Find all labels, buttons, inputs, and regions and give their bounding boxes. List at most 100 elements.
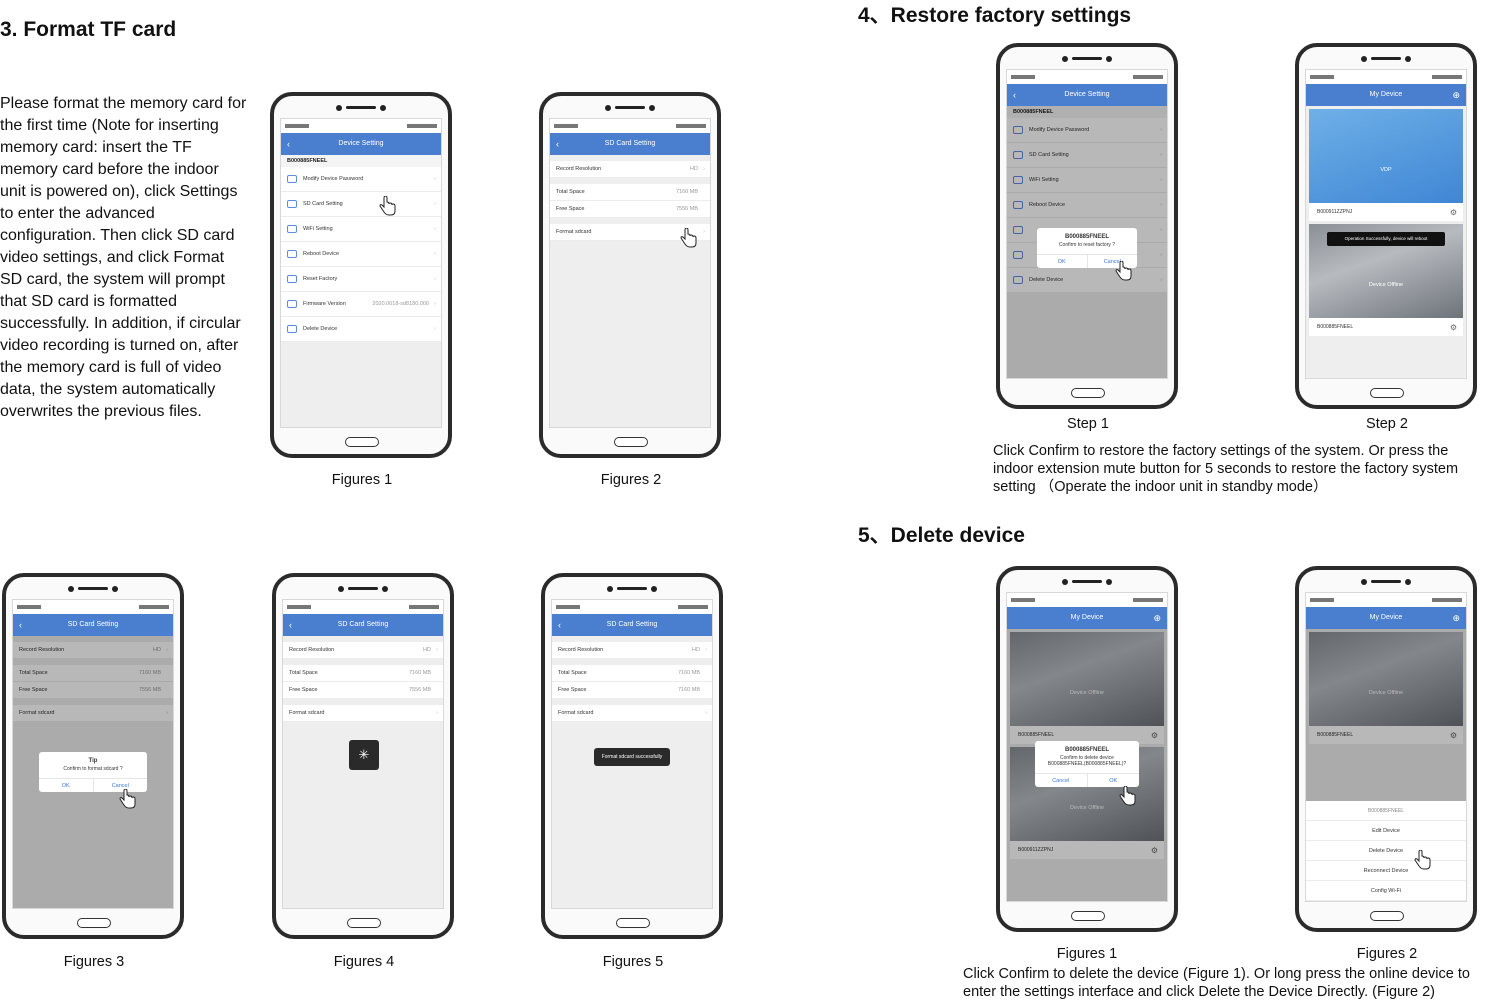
device-card[interactable]: Operation Successfully, device will rebo… xyxy=(1309,224,1463,336)
phone-format-fig1: ‹Device Setting B000885FNEEL Modify Devi… xyxy=(270,92,452,458)
back-arrow-icon[interactable]: ‹ xyxy=(287,139,290,149)
menu-reboot-device[interactable]: Reboot Device› xyxy=(281,242,441,267)
home-button[interactable] xyxy=(1071,911,1105,921)
chevron-right-icon: › xyxy=(1160,252,1162,258)
phone-delete-fig2: My Device⊕ Device Offline B000885FNEEL⚙ … xyxy=(1295,566,1477,932)
format-sdcard-row[interactable]: Format sdcard› xyxy=(552,705,712,722)
home-button[interactable] xyxy=(1071,388,1105,398)
reset-icon xyxy=(287,275,297,283)
menu-modify-password[interactable]: Modify Device Password› xyxy=(1007,118,1167,143)
menu-wifi-setting[interactable]: WiFi Setting› xyxy=(1007,168,1167,193)
gear-icon[interactable]: ⚙ xyxy=(1449,207,1457,217)
hand-pointer-icon xyxy=(379,196,396,216)
ok-button[interactable]: OK xyxy=(61,783,70,789)
cancel-button[interactable]: Cancel xyxy=(1086,255,1138,268)
home-button[interactable] xyxy=(345,437,379,447)
trash-icon xyxy=(287,325,297,333)
sheet-title: B000885FNEEL xyxy=(1306,801,1466,821)
delete-confirm-dialog: B000885FNEEL Confirm to delete device B0… xyxy=(1035,741,1139,787)
lock-icon xyxy=(1013,126,1023,134)
navbar: My Device⊕ xyxy=(1306,84,1466,106)
cancel-button[interactable]: Cancel xyxy=(92,779,148,792)
chevron-right-icon: › xyxy=(1160,277,1162,283)
chevron-right-icon: › xyxy=(1160,177,1162,183)
home-button[interactable] xyxy=(1370,388,1404,398)
restore-caption-step2: Step 2 xyxy=(1366,416,1408,432)
reconnect-device-option[interactable]: Reconnect Device xyxy=(1306,861,1466,881)
gear-icon[interactable]: ⚙ xyxy=(1150,730,1158,740)
home-button[interactable] xyxy=(616,918,650,928)
wifi-icon xyxy=(287,225,297,233)
home-button[interactable] xyxy=(614,437,648,447)
reset-icon xyxy=(1013,226,1023,234)
hand-pointer-icon xyxy=(1414,850,1431,870)
menu-sd-card-setting[interactable]: SD Card Setting› xyxy=(1007,143,1167,168)
plus-icon[interactable]: ⊕ xyxy=(1452,613,1460,623)
chevron-right-icon: › xyxy=(166,710,168,716)
menu-reboot-device[interactable]: Reboot Device› xyxy=(1007,193,1167,218)
navbar-title: SD Card Setting xyxy=(337,621,389,628)
back-arrow-icon[interactable]: ‹ xyxy=(19,620,22,630)
navbar-title: My Device xyxy=(1369,614,1403,621)
power-icon xyxy=(1013,201,1023,209)
menu-sd-card-setting[interactable]: SD Card Setting› xyxy=(281,192,441,217)
delete-device-option[interactable]: Delete Device xyxy=(1306,841,1466,861)
ok-button[interactable]: OK xyxy=(1086,774,1140,787)
device-card[interactable]: Device Offline B000885FNEEL⚙ xyxy=(1309,632,1463,744)
gear-icon[interactable]: ⚙ xyxy=(1150,845,1158,855)
device-card[interactable]: Device Offline B000885FNEEL⚙ xyxy=(1010,632,1164,744)
menu-delete-device[interactable]: Delete Device› xyxy=(1007,268,1167,293)
gear-icon[interactable]: ⚙ xyxy=(1449,730,1457,740)
format-sdcard-row[interactable]: Format sdcard› xyxy=(283,705,443,722)
menu-modify-password[interactable]: Modify Device Password› xyxy=(281,167,441,192)
dialog-message: Confirm to delete device B000885FNEEL(B0… xyxy=(1047,755,1127,767)
menu-reset-factory[interactable]: Reset Factory› xyxy=(281,267,441,292)
home-button[interactable] xyxy=(77,918,111,928)
plus-icon[interactable]: ⊕ xyxy=(1153,613,1161,623)
chevron-right-icon: › xyxy=(434,201,436,207)
plus-icon[interactable]: ⊕ xyxy=(1452,90,1460,100)
format-section-heading: 3. Format TF card xyxy=(0,18,177,41)
back-arrow-icon[interactable]: ‹ xyxy=(289,620,292,630)
format-sdcard-row[interactable]: Format sdcard› xyxy=(550,224,710,241)
gear-icon[interactable]: ⚙ xyxy=(1449,322,1457,332)
navbar: ‹SD Card Setting xyxy=(13,614,173,636)
cancel-button[interactable]: Cancel xyxy=(1052,778,1070,784)
ok-button[interactable]: OK xyxy=(1057,259,1066,265)
spinner-icon: ✳ xyxy=(349,740,379,770)
config-wifi-option[interactable]: Config Wi-Fi xyxy=(1306,881,1466,901)
chevron-right-icon: › xyxy=(436,647,438,653)
menu-delete-device[interactable]: Delete Device› xyxy=(281,317,441,342)
firmware-icon xyxy=(1013,251,1023,259)
device-thumbnail: VDP xyxy=(1309,109,1463,203)
my-device-screen: My Device⊕ Device Offline B000885FNEEL⚙ … xyxy=(1305,592,1467,902)
format-sdcard-row[interactable]: Format sdcard› xyxy=(13,705,173,722)
navbar: My Device⊕ xyxy=(1007,607,1167,629)
navbar-title: SD Card Setting xyxy=(606,621,658,628)
device-id-label: B000885FNEEL xyxy=(281,155,441,167)
dialog-title: B000885FNEEL xyxy=(1064,747,1110,753)
back-arrow-icon[interactable]: ‹ xyxy=(556,139,559,149)
device-card[interactable]: VDP B000911ZZPNJ⚙ xyxy=(1309,109,1463,221)
home-button[interactable] xyxy=(1370,911,1404,921)
chevron-right-icon: › xyxy=(703,229,705,235)
edit-device-option[interactable]: Edit Device xyxy=(1306,821,1466,841)
format-caption-5: Figures 5 xyxy=(602,954,664,970)
back-arrow-icon[interactable]: ‹ xyxy=(1013,90,1016,100)
home-button[interactable] xyxy=(347,918,381,928)
chevron-right-icon: › xyxy=(434,276,436,282)
menu-wifi-setting[interactable]: WiFi Setting› xyxy=(281,217,441,242)
back-arrow-icon[interactable]: ‹ xyxy=(558,620,561,630)
